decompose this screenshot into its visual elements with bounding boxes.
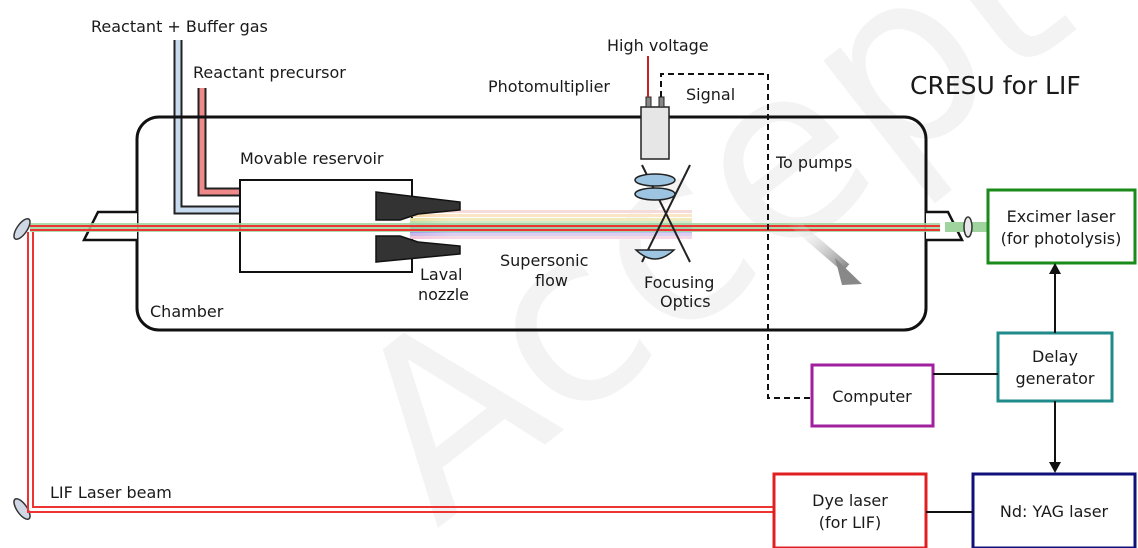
signal-line <box>660 73 812 399</box>
upper-mirror <box>13 218 31 240</box>
label-high-voltage: High voltage <box>607 36 709 55</box>
label-to-pumps: To pumps <box>775 153 852 172</box>
delay-label-2: generator <box>1015 369 1094 388</box>
label-focusing-1: Focusing <box>644 273 714 292</box>
diagram-title: CRESU for LIF <box>910 71 1081 100</box>
delay-generator-box <box>996 331 1114 403</box>
excimer-label-1: Excimer laser <box>1007 207 1116 226</box>
label-photomultiplier: Photomultiplier <box>488 77 610 96</box>
reactant-precursor-tube <box>197 88 240 197</box>
excimer-laser-box <box>986 188 1137 265</box>
label-reactant-buffer: Reactant + Buffer gas <box>91 17 268 36</box>
delay-excimer-arrow <box>1049 263 1061 333</box>
label-lif-beam: LIF Laser beam <box>50 483 172 502</box>
focusing-optics <box>634 164 691 263</box>
excimer-label-2: (for photolysis) <box>1001 229 1122 248</box>
computer-box <box>810 363 935 428</box>
dye-label-2: (for LIF) <box>819 513 881 532</box>
label-focusing-2: Optics <box>660 292 711 311</box>
dye-laser-box <box>772 472 928 548</box>
pumps-arrow <box>786 216 862 285</box>
reactant-buffer-tube <box>173 40 240 215</box>
label-supersonic-1: Supersonic <box>500 251 588 270</box>
lif-beam-path <box>27 232 774 513</box>
green-beam <box>30 223 940 232</box>
label-movable-reservoir: Movable reservoir <box>240 149 384 168</box>
label-laval-2: nozzle <box>418 285 469 304</box>
photomultiplier <box>640 56 670 160</box>
red-beam-horizontal <box>30 225 940 231</box>
laval-nozzle <box>375 191 461 263</box>
computer-label: Computer <box>832 387 912 406</box>
dye-label-1: Dye laser <box>812 491 888 510</box>
label-signal: Signal <box>686 85 735 104</box>
ndyag-label: Nd: YAG laser <box>1000 502 1109 521</box>
delay-label-1: Delay <box>1032 347 1078 366</box>
lower-mirror <box>13 498 31 520</box>
label-supersonic-2: flow <box>535 271 568 290</box>
delay-ndyag-arrow <box>1049 401 1061 473</box>
label-chamber: Chamber <box>150 302 224 321</box>
label-laval-1: Laval <box>420 265 462 284</box>
label-reactant-precursor: Reactant precursor <box>193 63 346 82</box>
excimer-lens <box>963 216 973 238</box>
